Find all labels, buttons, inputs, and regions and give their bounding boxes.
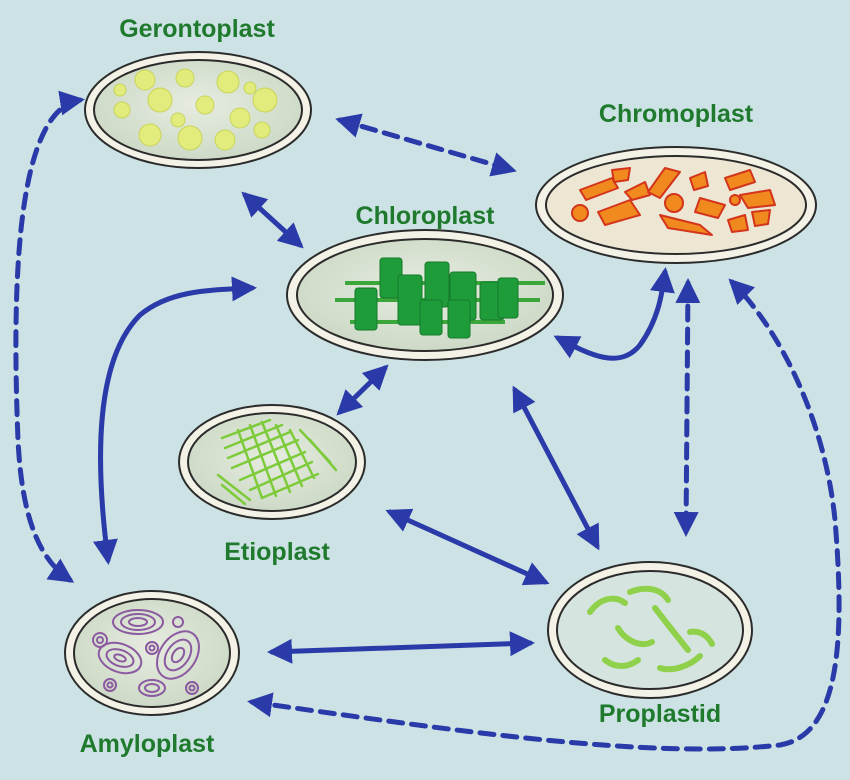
arrow-chloroplast-chromoplast	[553, 267, 675, 361]
gerontoplast-organelle	[84, 51, 312, 169]
label-etioplast: Etioplast	[224, 538, 330, 566]
label-chromoplast: Chromoplast	[598, 100, 754, 128]
etioplast-organelle	[178, 404, 366, 520]
proplastid-organelle	[547, 561, 753, 699]
arrows	[13, 90, 842, 752]
arrow-gerontoplast-amyloplast	[13, 90, 85, 583]
arrow-chloroplast-etioplast	[336, 364, 389, 416]
label-gerontoplast: Gerontoplast	[119, 15, 275, 43]
label-chloroplast: Chloroplast	[355, 202, 495, 230]
chloroplast-organelle	[286, 229, 564, 361]
arrow-amyloplast-chloroplast	[93, 276, 257, 565]
arrow-amyloplast-chromoplast	[247, 278, 842, 752]
arrow-amyloplast-proplastid	[267, 631, 535, 664]
arrow-chromoplast-proplastid	[673, 278, 701, 537]
label-proplastid: Proplastid	[598, 700, 722, 728]
arrow-gerontoplast-chromoplast	[335, 113, 517, 177]
arrow-chloroplast-proplastid	[512, 385, 600, 551]
label-amyloplast: Amyloplast	[79, 730, 215, 758]
arrow-etioplast-proplastid	[385, 508, 550, 586]
arrow-gerontoplast-chloroplast	[241, 191, 304, 249]
amyloplast-organelle	[64, 590, 240, 716]
chromoplast-organelle	[535, 146, 817, 264]
